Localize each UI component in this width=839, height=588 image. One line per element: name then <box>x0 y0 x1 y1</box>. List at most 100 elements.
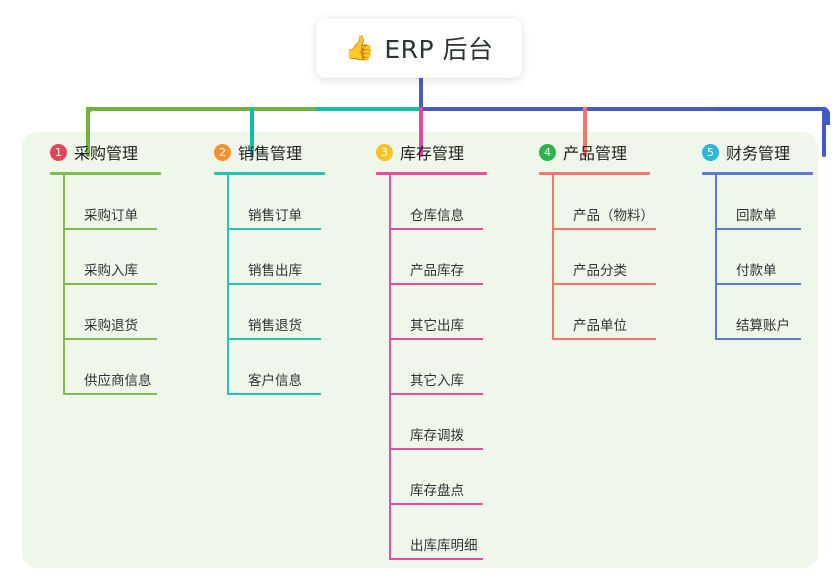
branch-item-rule <box>389 283 483 285</box>
branch-number-badge: 4 <box>539 143 556 161</box>
branch-item-label: 出库库明细 <box>410 538 478 554</box>
branch-item-label: 产品（物料） <box>573 208 654 224</box>
branch-item-label: 结算账户 <box>736 318 790 334</box>
branch-item-rule <box>715 338 801 340</box>
branch-header-rule <box>539 172 650 175</box>
branch-item[interactable]: 其它入库 <box>389 340 487 395</box>
root-title-card[interactable]: 👍 ERP 后台 <box>316 18 522 78</box>
branch-item-rule <box>63 338 157 340</box>
branch-item[interactable]: 回款单 <box>715 175 813 230</box>
bus-segment-blue-right <box>717 107 826 111</box>
branch-item[interactable]: 付款单 <box>715 230 813 285</box>
branch-number-badge: 5 <box>702 143 719 161</box>
branch-item-label: 库存盘点 <box>410 483 464 499</box>
drop-product <box>583 107 587 157</box>
branch-item-list: 回款单付款单结算账户 <box>715 175 813 340</box>
branch-item-rule <box>552 338 656 340</box>
drop-inventory <box>419 107 423 157</box>
branch-spine <box>227 175 229 395</box>
branch-spine <box>389 175 391 560</box>
branch-item-rule <box>389 503 483 505</box>
branch-item-rule <box>63 393 157 395</box>
branch-item[interactable]: 采购入库 <box>63 230 161 285</box>
branch-item[interactable]: 库存盘点 <box>389 450 487 505</box>
branch-spine <box>715 175 717 340</box>
branch-item[interactable]: 其它出库 <box>389 285 487 340</box>
branch-item-label: 库存调拨 <box>410 428 464 444</box>
branch-item-label: 销售订单 <box>248 208 302 224</box>
branch-item[interactable]: 产品（物料） <box>552 175 656 230</box>
branch-item-rule <box>227 338 321 340</box>
branch-header-rule <box>702 172 813 175</box>
branch-item-rule <box>389 228 483 230</box>
branch-header-rule <box>214 172 325 175</box>
branch-item[interactable]: 销售订单 <box>227 175 325 230</box>
branch-item[interactable]: 采购退货 <box>63 285 161 340</box>
branch-item[interactable]: 结算账户 <box>715 285 813 340</box>
branch-item[interactable]: 销售出库 <box>227 230 325 285</box>
branch-item[interactable]: 销售退货 <box>227 285 325 340</box>
branch-item-rule <box>227 393 321 395</box>
branch-item[interactable]: 产品单位 <box>552 285 656 340</box>
branch-header-rule <box>376 172 487 175</box>
branch-spine <box>63 175 65 395</box>
branch-item-label: 采购退货 <box>84 318 138 334</box>
branch-item-label: 产品单位 <box>573 318 627 334</box>
branches-panel <box>22 132 818 568</box>
branch-item-rule <box>552 283 656 285</box>
branch-item-label: 付款单 <box>736 263 777 279</box>
branch-item-rule <box>227 283 321 285</box>
branch-item-label: 供应商信息 <box>84 373 152 389</box>
root-stem-connector <box>419 76 423 110</box>
branch-item-label: 仓库信息 <box>410 208 464 224</box>
branch-item[interactable]: 产品库存 <box>389 230 487 285</box>
branch-item-rule <box>389 393 483 395</box>
branch-item[interactable]: 供应商信息 <box>63 340 161 395</box>
branch-header-3[interactable]: 3 库存管理 <box>362 132 487 172</box>
branch-header-label: 采购管理 <box>74 144 139 163</box>
branch-item[interactable]: 产品分类 <box>552 230 656 285</box>
branch-item-label: 产品库存 <box>410 263 464 279</box>
branch-item-list: 采购订单采购入库采购退货供应商信息 <box>63 175 161 395</box>
branch-item-rule <box>552 228 656 230</box>
branch-item-label: 客户信息 <box>248 373 302 389</box>
branch-header-5[interactable]: 5 财务管理 <box>688 132 813 172</box>
branch-header-rule <box>50 172 161 175</box>
bus-corner-right <box>812 107 830 125</box>
bus-segment-green <box>86 107 318 111</box>
branch-column-5: 5 财务管理回款单付款单结算账户 <box>688 132 813 340</box>
branch-item-rule <box>63 228 157 230</box>
branch-item-rule <box>389 448 483 450</box>
bus-segment-teal <box>316 107 421 111</box>
branch-item[interactable]: 采购订单 <box>63 175 161 230</box>
branch-item[interactable]: 出库库明细 <box>389 505 487 560</box>
branch-item[interactable]: 库存调拨 <box>389 395 487 450</box>
branch-item-rule <box>715 228 801 230</box>
branch-item-rule <box>227 228 321 230</box>
branch-number-badge: 2 <box>214 143 231 161</box>
page-title: ERP 后台 <box>384 35 494 64</box>
branch-number-badge: 3 <box>376 143 393 161</box>
branch-item-label: 回款单 <box>736 208 777 224</box>
bus-segment-blue <box>419 107 719 111</box>
branch-item[interactable]: 客户信息 <box>227 340 325 395</box>
branch-item-rule <box>63 283 157 285</box>
branch-header-label: 财务管理 <box>726 144 791 163</box>
branch-item-label: 产品分类 <box>573 263 627 279</box>
branch-item-label: 销售出库 <box>248 263 302 279</box>
branch-item[interactable]: 仓库信息 <box>389 175 487 230</box>
branch-item-list: 仓库信息产品库存其它出库其它入库库存调拨库存盘点出库库明细 <box>389 175 487 560</box>
drop-sales <box>250 107 254 157</box>
thumbs-up-icon: 👍 <box>344 34 375 62</box>
drop-purchase <box>86 107 90 157</box>
branch-header-label: 库存管理 <box>400 144 465 163</box>
branch-item-list: 销售订单销售出库销售退货客户信息 <box>227 175 325 395</box>
